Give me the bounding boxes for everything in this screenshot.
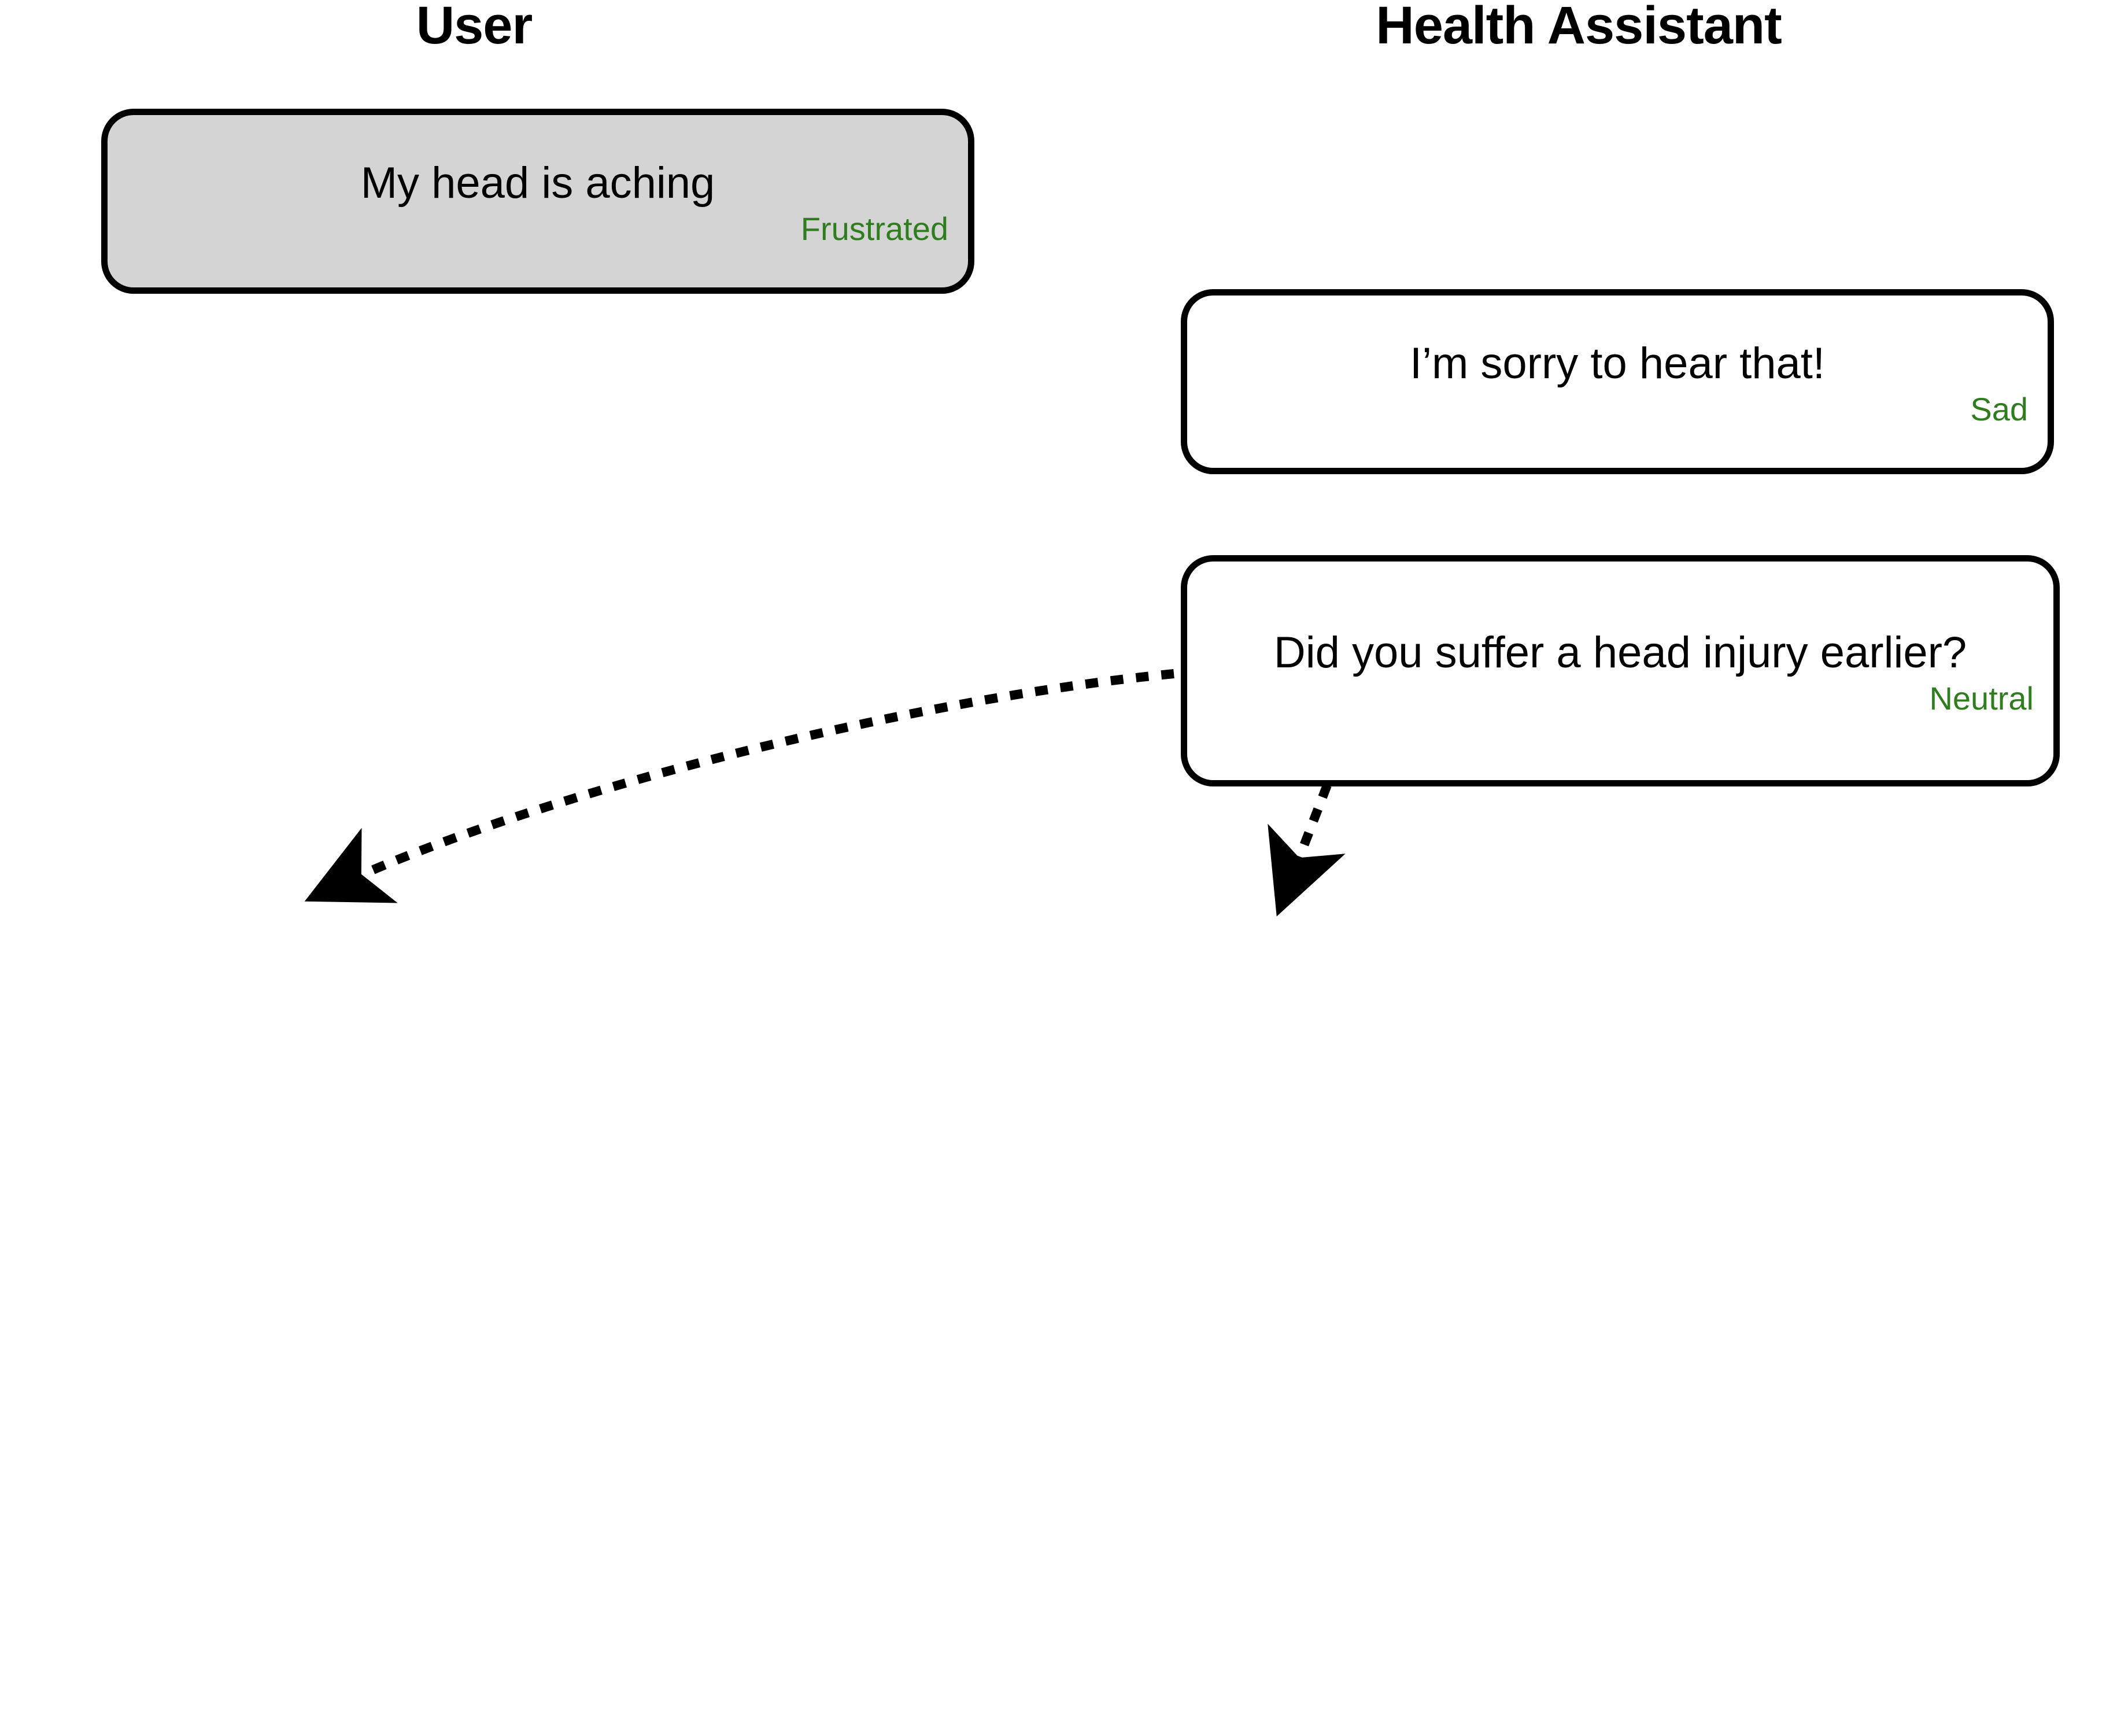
- arrow-no-branch: [304, 669, 1174, 903]
- message-text: My head is aching: [360, 158, 715, 208]
- arrow-yes-branch: [1268, 784, 1346, 917]
- emotion-label: Sad: [1970, 390, 2028, 427]
- column-header-user: User: [416, 0, 533, 55]
- message-bubble-head-injury[interactable]: Did you suffer a head injury earlier? Ne…: [1181, 555, 2060, 786]
- column-header-health-assistant: Health Assistant: [1376, 0, 1782, 55]
- message-text: Did you suffer a head injury earlier?: [1273, 628, 1967, 678]
- message-text: I’m sorry to hear that!: [1409, 339, 1826, 389]
- message-bubble-sorry[interactable]: I’m sorry to hear that! Sad: [1181, 289, 2054, 474]
- message-bubble-head-aching[interactable]: My head is aching Frustrated: [101, 109, 974, 294]
- emotion-label: Neutral: [1929, 679, 2034, 716]
- emotion-label: Frustrated: [800, 210, 948, 247]
